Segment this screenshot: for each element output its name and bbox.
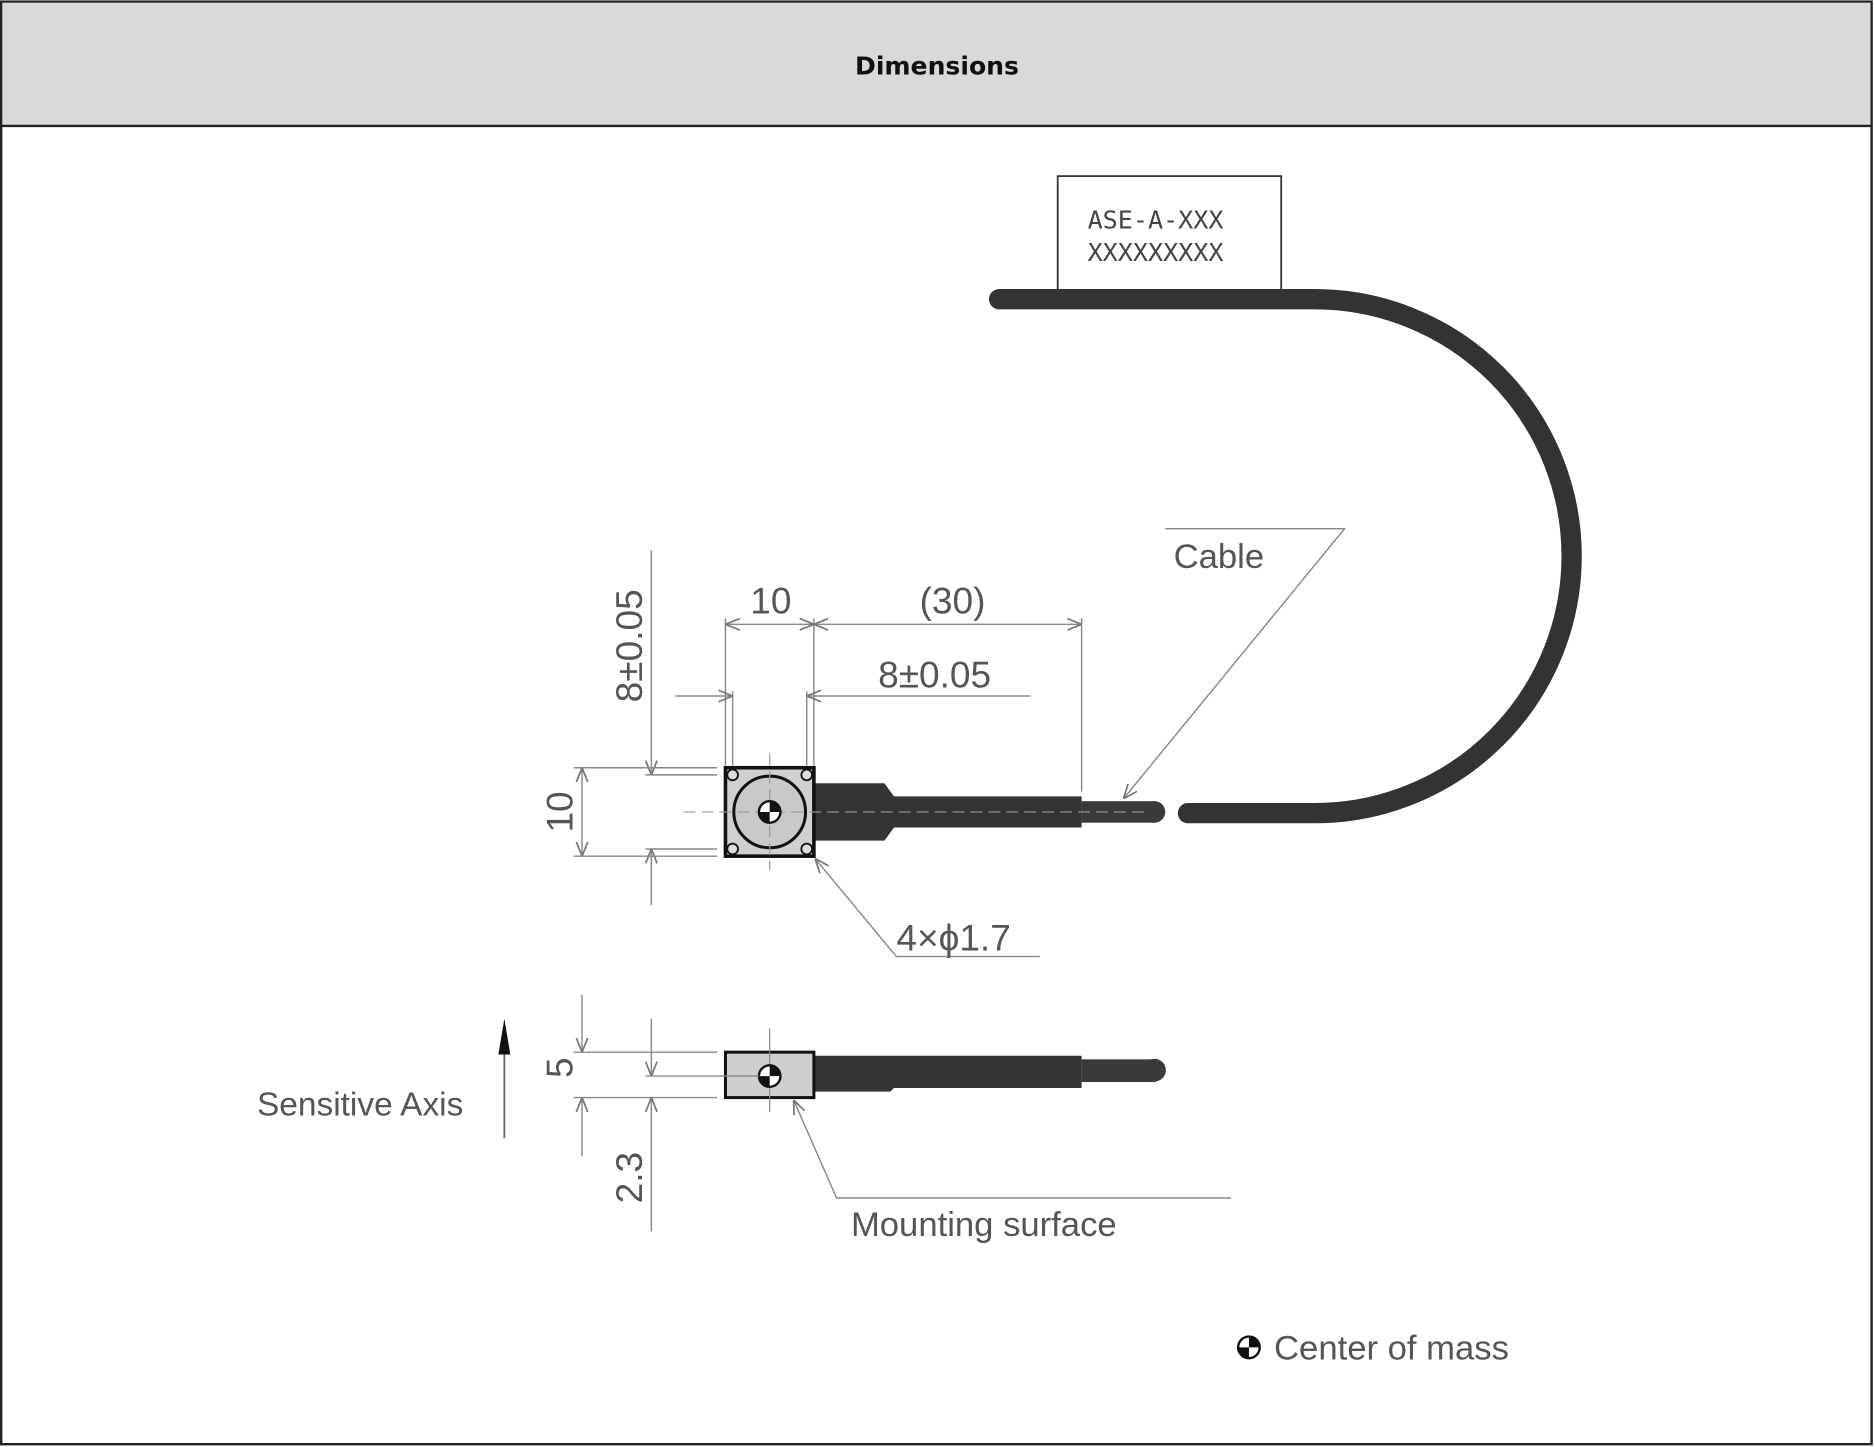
cable-loop <box>988 289 1582 824</box>
dim-com-height-label: 2.3 <box>608 1152 650 1203</box>
dim-cable-length-label: (30) <box>920 580 986 622</box>
sensor-top-view <box>683 753 1166 871</box>
sensor-side-view <box>723 1028 1166 1112</box>
sensitive-axis-arrow-icon <box>498 1018 511 1139</box>
center-of-mass-legend-label: Center of mass <box>1274 1329 1509 1367</box>
hole-spec-label: 4×ϕ1.7 <box>896 917 1010 959</box>
panel-title: Dimensions <box>855 52 1019 81</box>
side-view-dimension-lines <box>573 994 1232 1232</box>
label-line-1: ASE-A-XXX <box>1088 206 1224 235</box>
mounting-surface-label: Mounting surface <box>851 1206 1117 1244</box>
top-view-dimension-lines <box>573 527 1347 958</box>
dim-hole-pitch-v-label: 8±0.05 <box>608 589 650 702</box>
center-of-mass-icon <box>757 1064 782 1089</box>
dim-height-label: 10 <box>538 791 580 832</box>
header-bar <box>2 2 1871 126</box>
label-line-2: XXXXXXXXX <box>1088 238 1224 267</box>
dim-thickness-label: 5 <box>538 1057 580 1078</box>
center-of-mass-icon <box>757 799 782 824</box>
center-of-mass-legend-icon <box>1236 1335 1261 1360</box>
sensitive-axis-label: Sensitive Axis <box>257 1087 463 1124</box>
dim-width-label: 10 <box>750 580 791 622</box>
dim-hole-pitch-h-label: 8±0.05 <box>878 654 991 696</box>
cable-label: Cable <box>1174 538 1265 576</box>
